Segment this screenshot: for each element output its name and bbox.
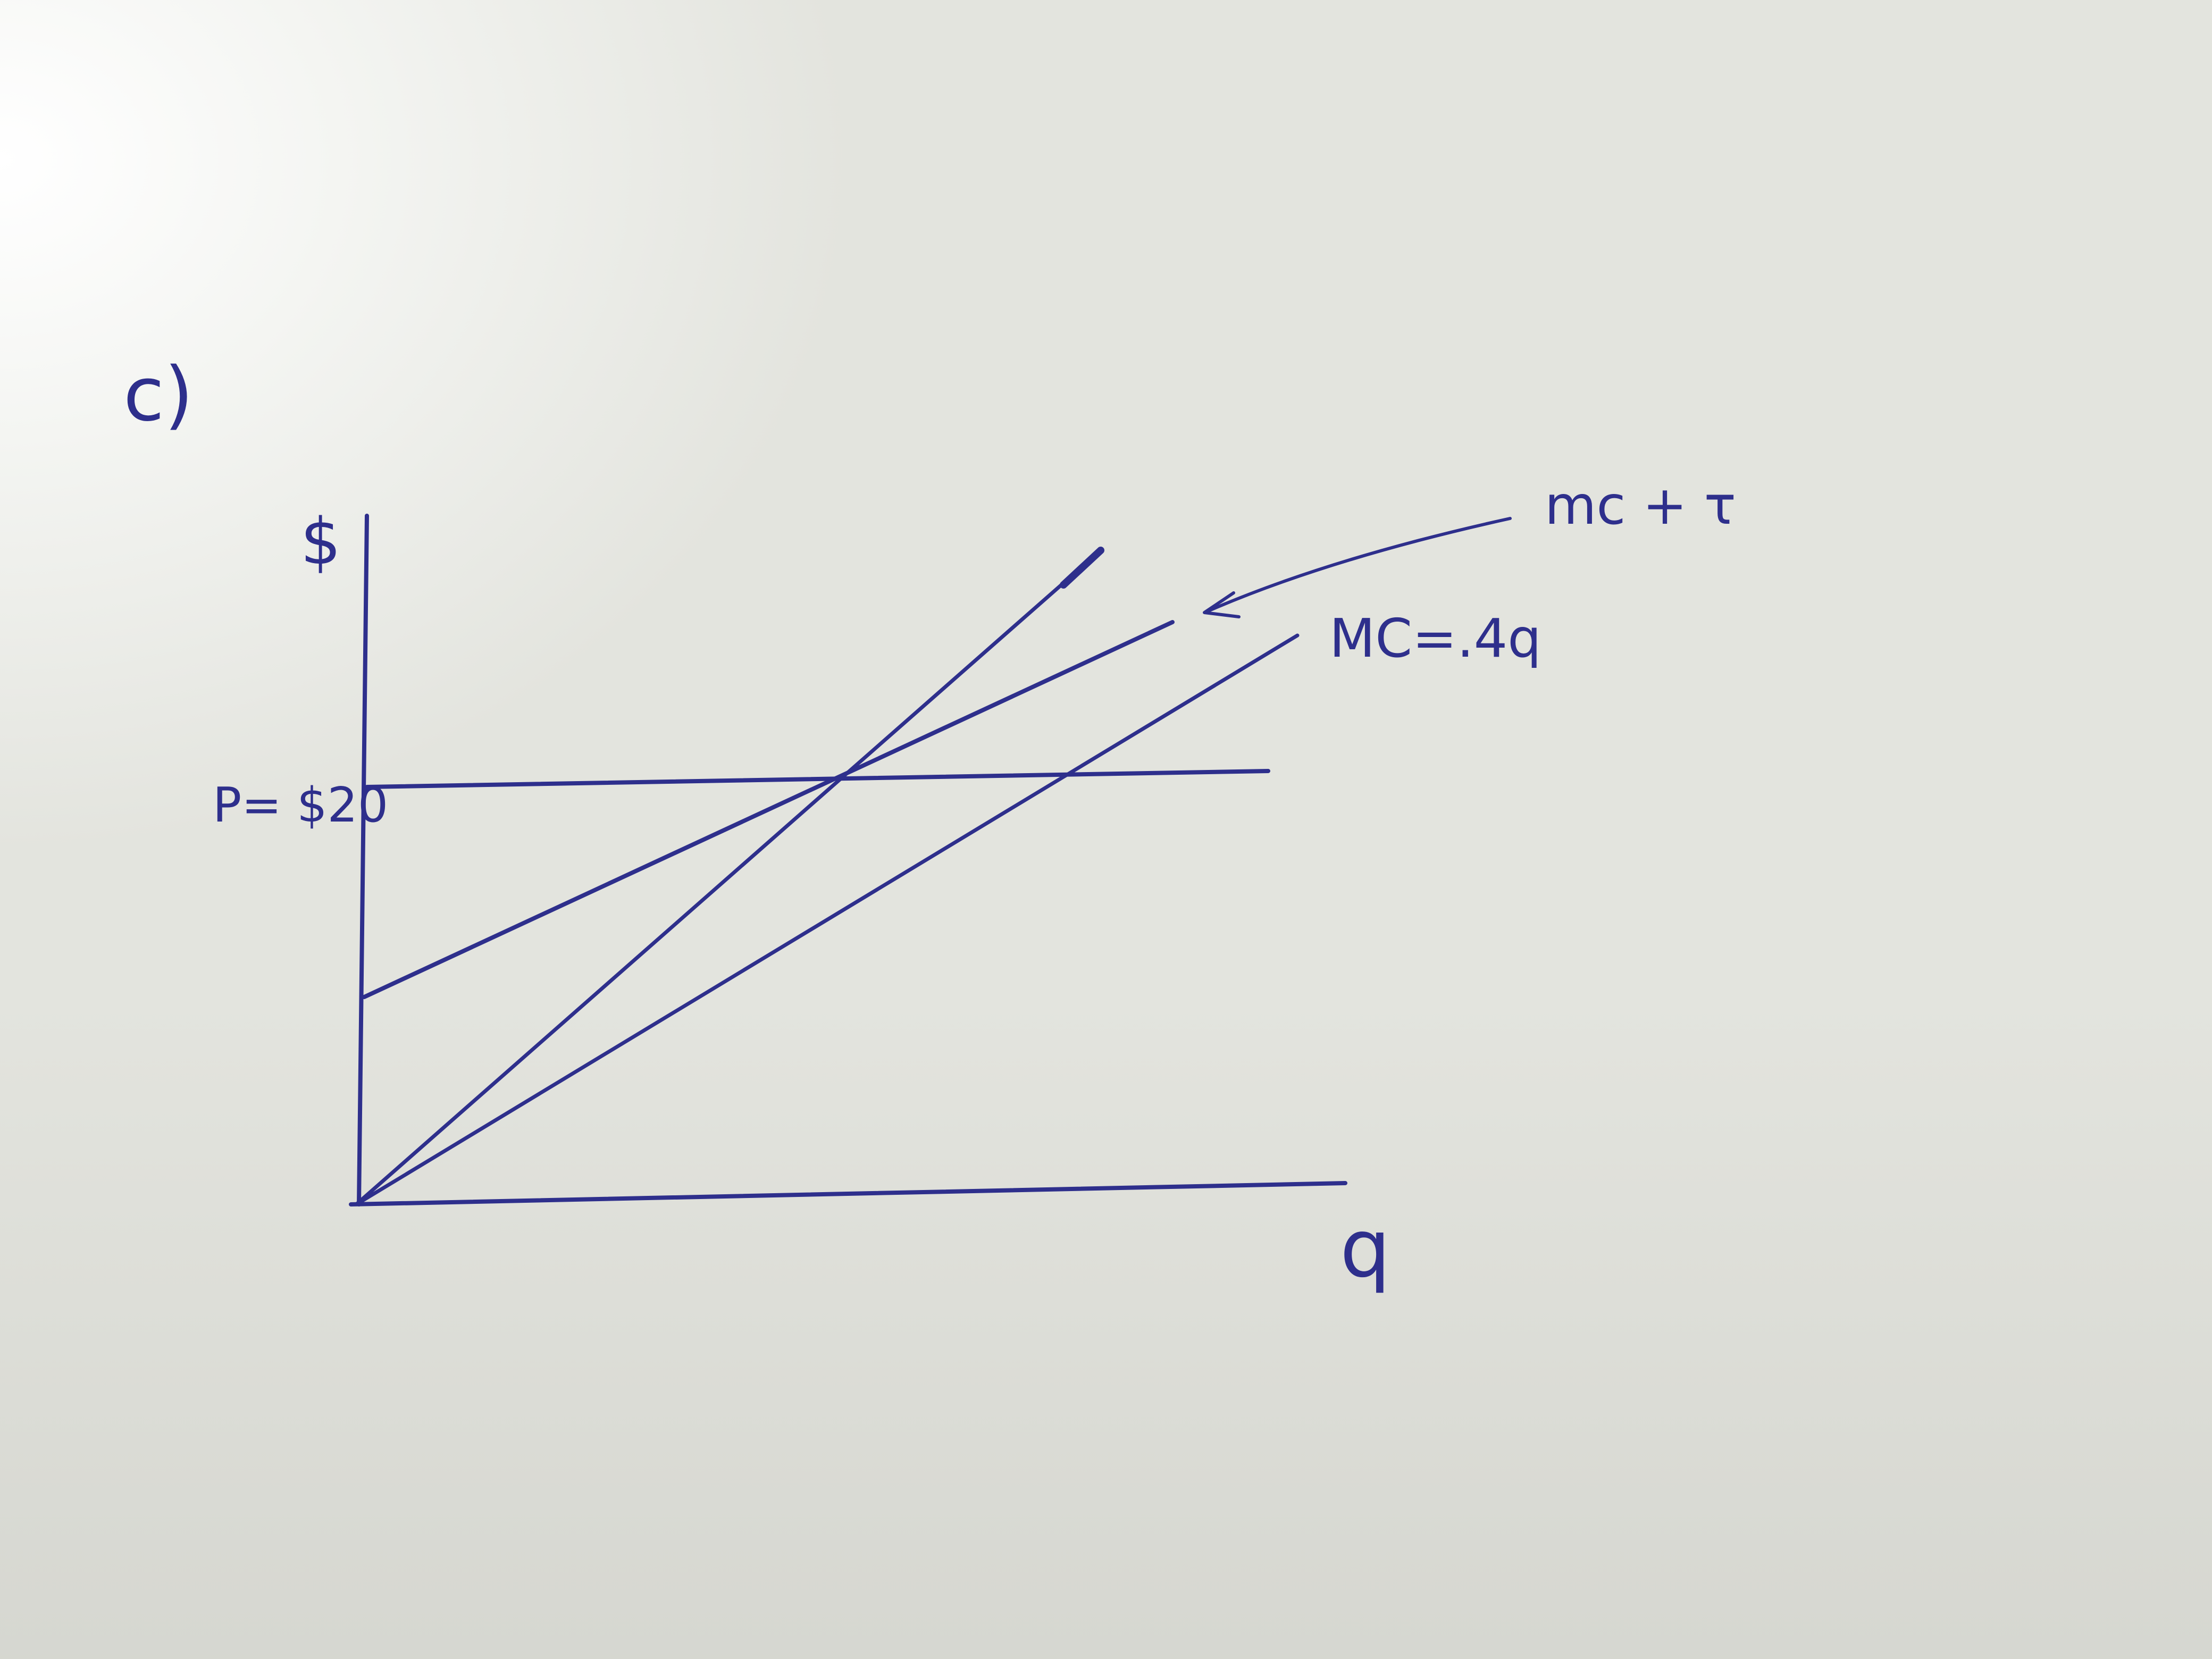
steep-curve-end-mark	[1060, 547, 1104, 589]
y-axis-label: $	[300, 505, 341, 579]
mc-curve	[354, 633, 1300, 1206]
mc-label: MC=.4q	[1329, 607, 1541, 669]
x-axis	[349, 1181, 1347, 1206]
label-arrow-shaft	[1205, 517, 1512, 613]
steep-curve	[354, 548, 1103, 1206]
price-label: P= $20	[213, 777, 388, 833]
part-label: c)	[123, 351, 194, 438]
mc-plus-tax-label: mc + τ	[1545, 474, 1736, 537]
y-axis	[357, 514, 369, 1206]
mc-plus-tax-curve	[362, 620, 1175, 999]
price-line	[365, 769, 1270, 789]
label-arrow-head-icon	[1203, 591, 1241, 618]
x-axis-label: q	[1340, 1203, 1390, 1295]
